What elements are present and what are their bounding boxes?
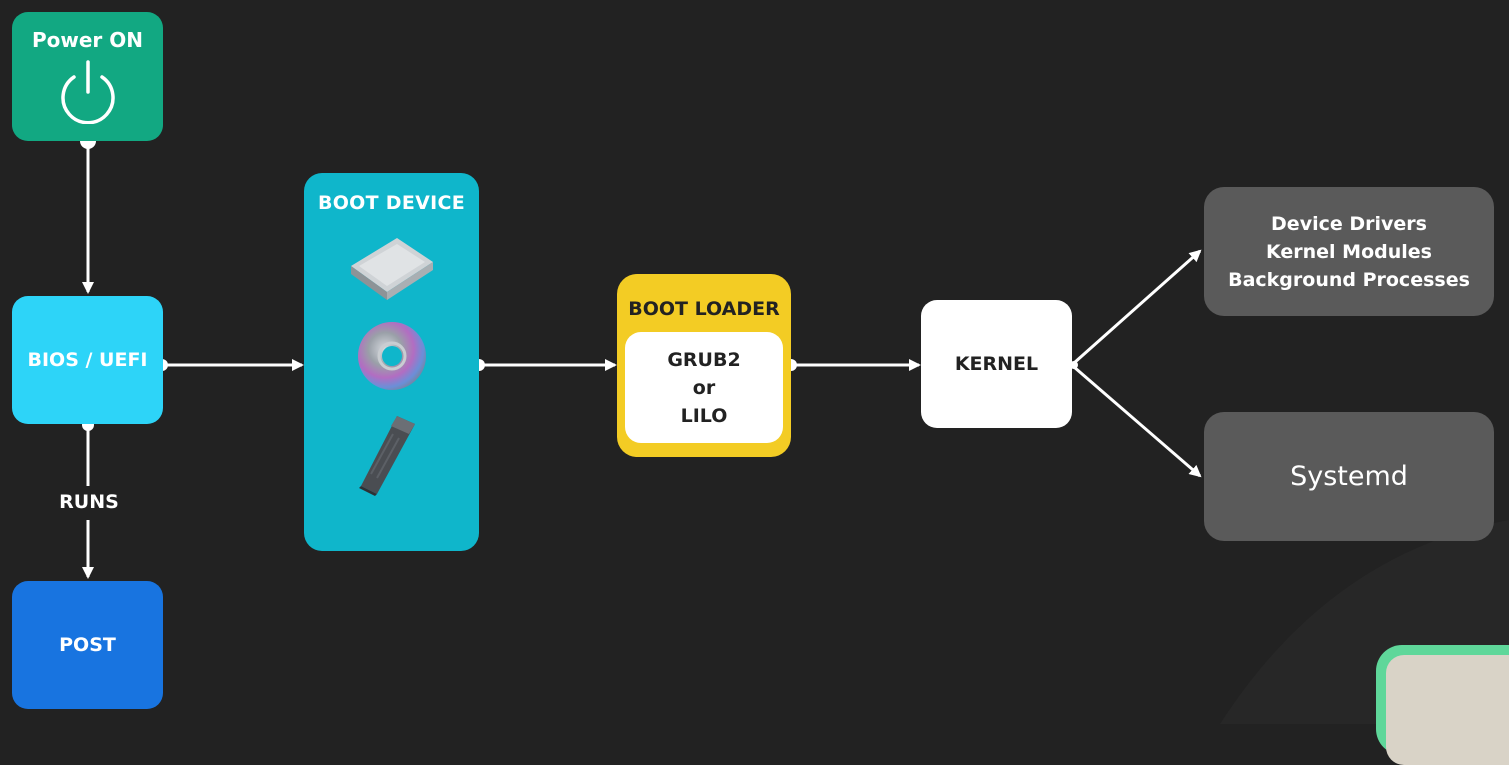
connector-dot xyxy=(1070,361,1078,369)
edge-kernel-drivers xyxy=(1073,249,1202,365)
boot-device-node: BOOT DEVICE xyxy=(304,173,479,551)
power-on-label: Power ON xyxy=(31,28,143,52)
optical-disc-icon xyxy=(357,322,426,390)
kernel-output-line: Background Processes xyxy=(1228,268,1470,291)
runs-edge-label: RUNS xyxy=(59,491,119,513)
hard-drive-icon xyxy=(350,238,433,300)
boot-loader-option: GRUB2 xyxy=(667,348,741,371)
kernel-node: KERNEL xyxy=(921,300,1072,428)
systemd-label: Systemd xyxy=(1290,461,1408,492)
edge-kernel-systemd xyxy=(1073,365,1202,478)
post-node: POST xyxy=(12,581,163,709)
kernel-outputs-node: Device Drivers Kernel Modules Background… xyxy=(1204,187,1494,316)
kernel-output-line: Kernel Modules xyxy=(1266,240,1432,263)
post-label: POST xyxy=(59,634,116,656)
bios-uefi-node: BIOS / UEFI xyxy=(12,296,163,424)
boot-loader-options: GRUB2 or LILO xyxy=(625,332,783,443)
boot-loader-label: BOOT LOADER xyxy=(628,298,780,320)
systemd-node: Systemd xyxy=(1204,412,1494,541)
webcam-overlay-frame xyxy=(1376,645,1509,765)
bios-uefi-label: BIOS / UEFI xyxy=(27,349,148,371)
power-on-node: Power ON xyxy=(12,12,163,141)
kernel-output-line: Device Drivers xyxy=(1271,212,1427,235)
power-icon xyxy=(60,60,115,124)
boot-loader-option: LILO xyxy=(680,404,728,427)
boot-device-label: BOOT DEVICE xyxy=(317,192,466,214)
boot-loader-option-separator: or xyxy=(692,376,716,399)
kernel-label: KERNEL xyxy=(954,353,1039,375)
webcam-overlay-image xyxy=(1386,655,1509,765)
boot-loader-node: BOOT LOADER GRUB2 or LILO xyxy=(617,274,791,457)
usb-drive-icon xyxy=(358,416,415,496)
